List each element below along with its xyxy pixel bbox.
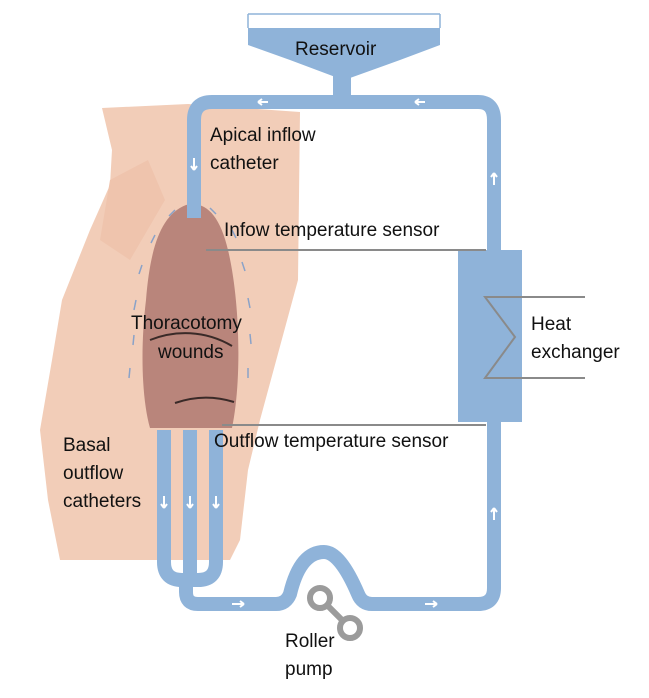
inflow-sensor-label: Infow temperature sensor <box>224 220 440 241</box>
basal-catheter-left <box>157 430 186 587</box>
reservoir-basin-icon <box>248 28 440 78</box>
wound-line-lower <box>174 396 235 404</box>
arm-silhouette <box>100 160 165 260</box>
basal-outflow-label-line1: Basal <box>63 435 111 456</box>
roller-pump-icon <box>307 585 363 641</box>
wound-line-upper <box>149 332 233 347</box>
flow-direction-arrow-icon <box>160 98 498 608</box>
roller-pump-label-line2: pump <box>285 659 333 680</box>
heat-exchanger-coil <box>483 296 585 379</box>
outflow-sensor-label: Outflow temperature sensor <box>214 431 449 452</box>
heart-shape <box>142 204 239 428</box>
circuit-tube <box>187 95 501 250</box>
heat-exchanger-label-line1: Heat <box>531 314 572 335</box>
reservoir-label: Reservoir <box>295 39 377 60</box>
basal-outflow-label-line2: outflow <box>63 463 124 484</box>
circuit-tube-right-lower <box>372 420 501 611</box>
seepage-arrows <box>128 207 252 379</box>
heat-exchanger-icon <box>458 250 522 422</box>
apical-inflow-label-line1: Apical inflow <box>210 125 316 146</box>
pump-housing-tube <box>179 544 373 611</box>
reservoir-rim <box>247 13 441 28</box>
heat-exchanger-label-line2: exchanger <box>531 342 620 363</box>
apical-inflow-label-line2: catheter <box>210 153 279 174</box>
thoracotomy-label-line2: wounds <box>158 342 224 363</box>
basal-outflow-label-line3: catheters <box>63 491 142 512</box>
thoracotomy-label-line1: Thoracotomy <box>131 313 242 334</box>
reservoir-neck <box>333 76 351 98</box>
basal-catheter-right <box>186 430 223 587</box>
roller-pump-label-line1: Roller <box>285 631 335 652</box>
